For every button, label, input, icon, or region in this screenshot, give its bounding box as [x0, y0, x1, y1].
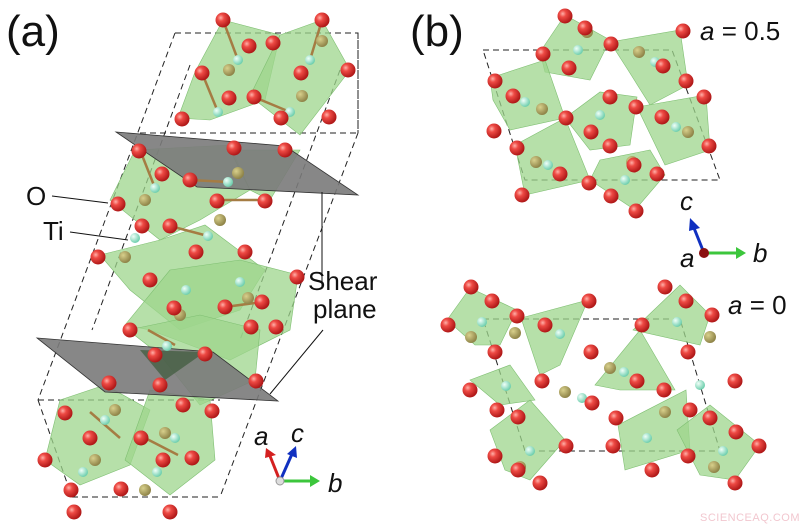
slice-value-top: = 0.5 — [721, 16, 781, 46]
axis-a-label-b: a — [680, 243, 695, 273]
slice-label-a-0: a = 0 — [728, 292, 787, 318]
axis-triad-b — [689, 218, 746, 259]
axis-c-label: c — [291, 418, 304, 448]
shear-plane-leader-line-2 — [269, 329, 324, 395]
oxygen-leader-line — [51, 195, 109, 204]
panel-a-structure — [35, 12, 360, 520]
slice-var-bottom: a — [728, 290, 743, 320]
slice-value-bottom: = 0 — [749, 290, 787, 320]
shear-plane-label-line2: plane — [313, 294, 377, 324]
titanium-leader-line — [69, 231, 129, 241]
axis-b-label-b: b — [753, 238, 768, 268]
panel-b-label: (b) — [410, 7, 464, 56]
shear-plane-upper — [114, 131, 360, 196]
axis-b-label: b — [328, 468, 343, 498]
panel-b-top-structure — [482, 8, 746, 259]
axis-triad-a — [265, 446, 320, 487]
titanium-label: Ti — [43, 216, 64, 246]
panel-a-label: (a) — [6, 7, 60, 56]
panel-b-bottom-structure — [440, 279, 767, 491]
watermark: SCIENCEAQ.COM — [700, 512, 800, 524]
axis-c-label-b: c — [680, 186, 693, 216]
slice-var-top: a — [700, 16, 715, 46]
oxygen-label: O — [26, 181, 47, 211]
shear-plane-label-line1: Shear — [308, 266, 378, 296]
axis-a-label: a — [254, 421, 269, 451]
slice-label-a-0.5: a = 0.5 — [700, 18, 780, 44]
